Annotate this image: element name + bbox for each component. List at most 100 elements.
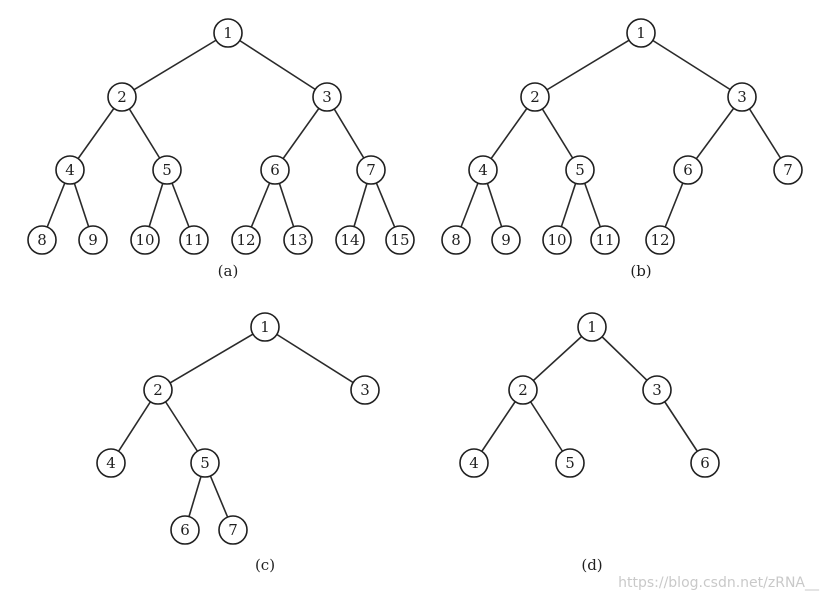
tree-node-c2: 2 [143, 375, 173, 405]
node-circle [565, 155, 595, 185]
node-label: 5 [200, 454, 210, 472]
tree-node-b9: 9 [491, 225, 521, 255]
edge-d1-d3 [591, 326, 658, 391]
node-circle [213, 18, 243, 48]
node-circle [727, 82, 757, 112]
edge-b3-b6 [687, 96, 743, 171]
node-label: 3 [322, 88, 332, 106]
node-label: 5 [575, 161, 585, 179]
edge-a1-a2 [121, 32, 229, 98]
node-label: 3 [360, 381, 370, 399]
node-circle [491, 225, 521, 255]
node-label: 14 [340, 231, 359, 249]
node-circle [312, 82, 342, 112]
node-label: 4 [106, 454, 116, 472]
node-label: 5 [162, 161, 172, 179]
tree-node-a13: 13 [283, 225, 313, 255]
node-label: 7 [783, 161, 793, 179]
node-label: 3 [652, 381, 662, 399]
node-circle [179, 225, 209, 255]
edge-b1-b3 [640, 32, 743, 98]
node-circle [459, 448, 489, 478]
node-label: 6 [683, 161, 693, 179]
edge-c1-c2 [157, 326, 266, 391]
node-circle [152, 155, 182, 185]
edges-layer [41, 32, 789, 531]
node-label: 2 [518, 381, 528, 399]
node-circle [350, 375, 380, 405]
tree-node-b4: 4 [468, 155, 498, 185]
node-circle [55, 155, 85, 185]
node-label: 7 [228, 521, 238, 539]
node-label: 8 [451, 231, 461, 249]
node-label: 15 [390, 231, 409, 249]
node-label: 8 [37, 231, 47, 249]
watermark: https://blog.csdn.net/zRNA__ [618, 575, 819, 591]
caption-d: (d) [581, 556, 602, 574]
node-circle [508, 375, 538, 405]
tree-node-b2: 2 [520, 82, 550, 112]
node-circle [385, 225, 415, 255]
tree-node-c4: 4 [96, 448, 126, 478]
tree-node-c1: 1 [250, 312, 280, 342]
node-circle [773, 155, 803, 185]
node-circle [78, 225, 108, 255]
tree-node-c6: 6 [170, 515, 200, 545]
node-label: 9 [88, 231, 98, 249]
tree-node-a14: 14 [335, 225, 365, 255]
node-label: 6 [270, 161, 280, 179]
edge-d1-d2 [522, 326, 593, 391]
node-label: 2 [153, 381, 163, 399]
node-label: 12 [650, 231, 669, 249]
node-circle [96, 448, 126, 478]
tree-node-b5: 5 [565, 155, 595, 185]
tree-node-d3: 3 [642, 375, 672, 405]
node-circle [143, 375, 173, 405]
node-circle [645, 225, 675, 255]
node-label: 4 [65, 161, 75, 179]
caption-b: (b) [630, 262, 651, 280]
node-circle [555, 448, 585, 478]
captions-layer: (a)(b)(c)(d) [218, 262, 652, 574]
node-label: 2 [530, 88, 540, 106]
node-label: 11 [184, 231, 203, 249]
node-circle [283, 225, 313, 255]
tree-node-a2: 2 [107, 82, 137, 112]
node-circle [170, 515, 200, 545]
node-circle [520, 82, 550, 112]
tree-node-b11: 11 [590, 225, 620, 255]
tree-node-a4: 4 [55, 155, 85, 185]
tree-node-d5: 5 [555, 448, 585, 478]
tree-node-a3: 3 [312, 82, 342, 112]
edge-b2-b4 [482, 96, 536, 171]
node-circle [690, 448, 720, 478]
tree-node-a7: 7 [356, 155, 386, 185]
node-circle [231, 225, 261, 255]
tree-node-a1: 1 [213, 18, 243, 48]
tree-node-a10: 10 [130, 225, 160, 255]
node-circle [218, 515, 248, 545]
node-circle [250, 312, 280, 342]
node-label: 1 [587, 318, 597, 336]
tree-node-c7: 7 [218, 515, 248, 545]
node-circle [190, 448, 220, 478]
node-label: 11 [595, 231, 614, 249]
tree-node-d4: 4 [459, 448, 489, 478]
edge-b1-b2 [534, 32, 642, 98]
edge-a1-a3 [227, 32, 328, 98]
node-label: 6 [180, 521, 190, 539]
node-label: 1 [636, 24, 646, 42]
tree-node-d6: 6 [690, 448, 720, 478]
node-circle [642, 375, 672, 405]
tree-node-d1: 1 [577, 312, 607, 342]
edge-a3-a6 [274, 96, 328, 171]
node-label: 3 [737, 88, 747, 106]
node-label: 13 [288, 231, 307, 249]
node-circle [107, 82, 137, 112]
tree-node-a8: 8 [27, 225, 57, 255]
node-circle [673, 155, 703, 185]
node-label: 7 [366, 161, 376, 179]
tree-node-c5: 5 [190, 448, 220, 478]
